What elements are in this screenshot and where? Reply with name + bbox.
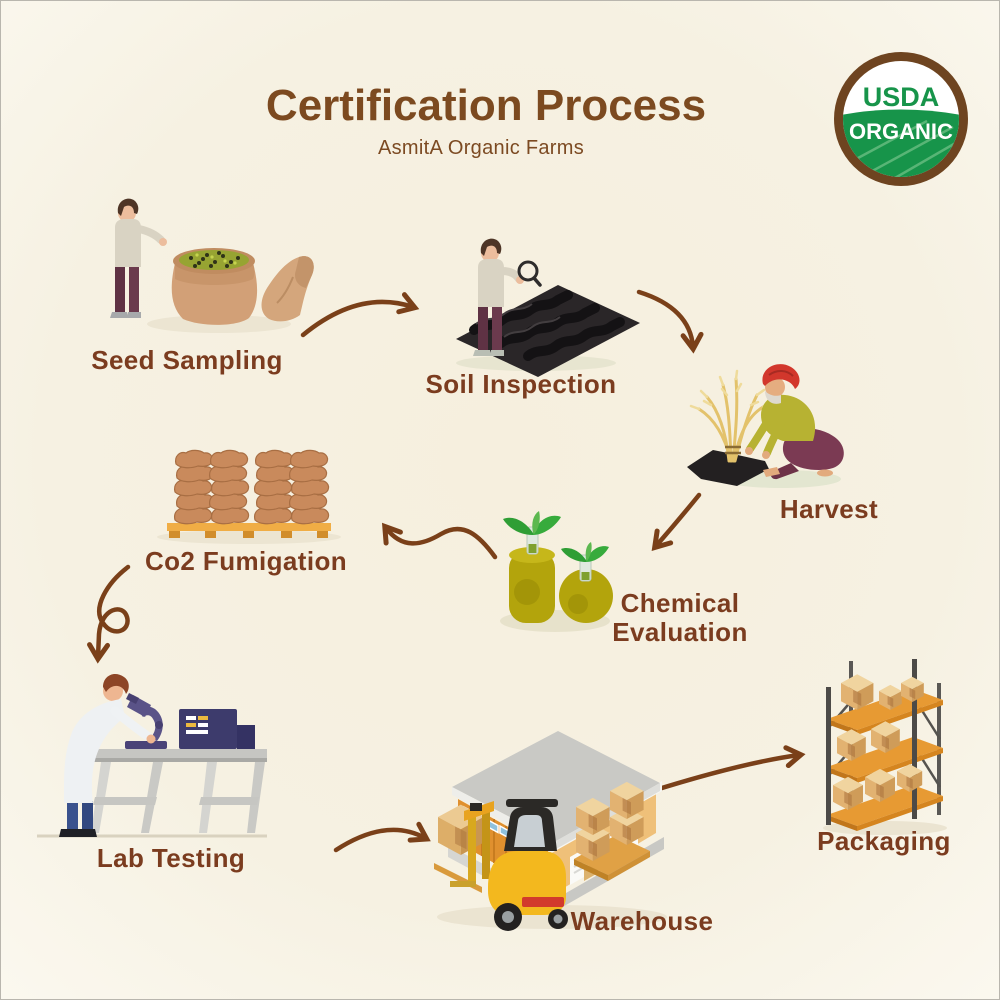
badge-text-bottom: ORGANIC (849, 119, 953, 144)
seeds (189, 251, 240, 268)
farmer-figure (745, 364, 844, 480)
inspector-figure (473, 238, 542, 356)
co2-fumigation-illustration (157, 449, 341, 544)
sampler-figure (110, 198, 167, 318)
arrow-warehouse-to-packaging (646, 745, 806, 795)
step-label-packaging: Packaging (817, 826, 951, 856)
seed-sampling-illustration (110, 198, 314, 333)
forklift (450, 799, 568, 931)
packaging-illustration (823, 659, 947, 835)
step-label-harvest: Harvest (779, 494, 879, 524)
harvest-illustration (687, 364, 844, 488)
step-label-warehouse: Warehouse (570, 906, 714, 936)
step-label-co2-fumigation: Co2 Fumigation (144, 546, 348, 576)
step-label-soil-inspection: Soil Inspection (425, 369, 617, 399)
soil-inspection-illustration (456, 238, 640, 377)
arrow-chemical-to-co2 (381, 522, 498, 560)
seed-sack (171, 248, 258, 325)
step-label-chemical-evaluation: Chemical Evaluation (612, 588, 748, 648)
lab-table (81, 749, 267, 833)
pallet-boxes (574, 781, 650, 881)
arrow-seed-to-soil (300, 292, 420, 338)
scientist-figure (59, 673, 156, 837)
cylinder-bottle (503, 511, 561, 623)
arrow-soil-to-harvest (636, 289, 704, 354)
beard (765, 391, 781, 404)
step-label-seed-sampling: Seed Sampling (91, 345, 283, 375)
page-title: Certification Process (265, 81, 707, 130)
page-subtitle: AsmitA Organic Farms (377, 137, 585, 159)
arrow-co2-to-lab (87, 564, 131, 664)
lab-testing-illustration (37, 673, 267, 838)
lab-machine (179, 709, 255, 749)
sack-stack (174, 449, 330, 525)
warehouse-illustration (434, 731, 667, 931)
arrow-lab-to-warehouse (333, 821, 431, 853)
pallet (167, 523, 331, 538)
soil-patch (687, 450, 769, 486)
step-label-lab-testing: Lab Testing (96, 843, 246, 873)
usda-organic-badge: USDA ORGANIC (834, 52, 968, 186)
badge-text-top: USDA (863, 82, 940, 112)
magnifier-icon (517, 260, 542, 287)
microscope-icon (125, 693, 167, 749)
badge-field (843, 109, 959, 177)
round-flask (559, 542, 613, 623)
chemical-evaluation-illustration (500, 511, 613, 632)
turban (762, 364, 800, 389)
arrow-harvest-to-chemical (651, 492, 702, 551)
leaning-sack (261, 256, 314, 322)
